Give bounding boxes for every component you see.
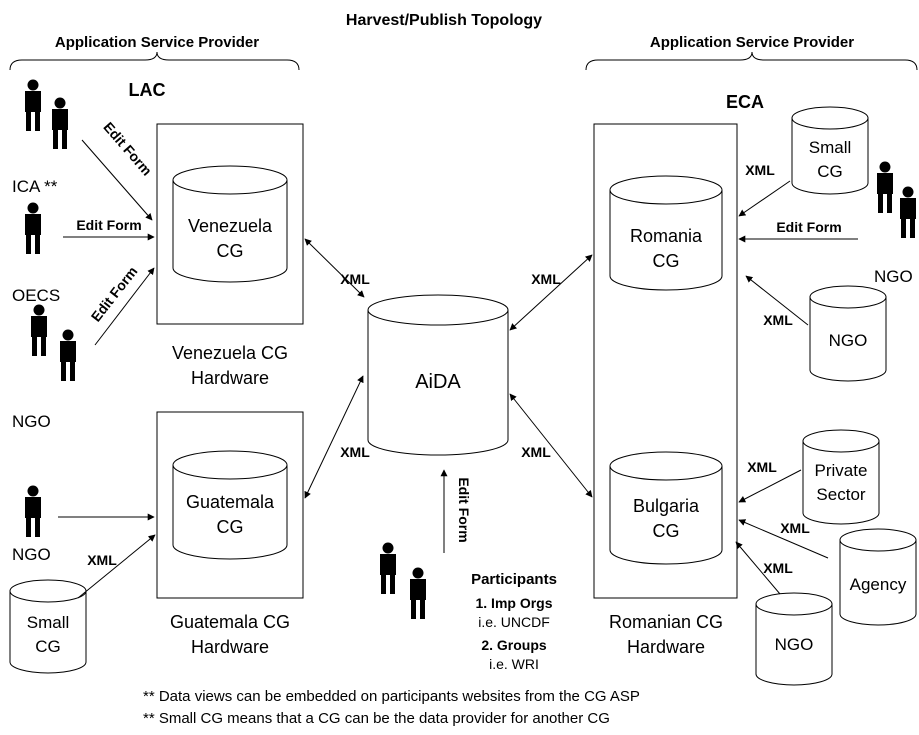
svg-text:CG: CG	[817, 162, 843, 181]
participants-person-icon	[380, 542, 426, 619]
small-cg-database-right: Small CG	[791, 106, 869, 195]
aida-database: AiDA	[367, 294, 509, 456]
edit-form-label-oecs: Edit Form	[76, 217, 141, 233]
edit-form-arrow-ica	[81, 139, 153, 221]
svg-text:Private: Private	[815, 461, 868, 480]
xml-arrow-smallcg-guatemala	[77, 534, 156, 599]
xml-arrow-bulgaria-aida	[509, 393, 593, 498]
svg-text:CG: CG	[653, 251, 680, 271]
private-sector-database: Private Sector	[802, 429, 880, 525]
svg-text:Bulgaria: Bulgaria	[633, 496, 700, 516]
romanian-hardware-label-2: Hardware	[627, 637, 705, 657]
ngo-person-icon-left-bottom	[25, 485, 41, 537]
romanian-hardware-box	[593, 123, 738, 599]
xml-arrow-agency-bulgaria	[738, 519, 829, 559]
venezuela-hardware-label-2: Hardware	[191, 368, 269, 388]
region-eca: ECA	[726, 92, 764, 112]
edit-form-arrow-ngo	[94, 267, 155, 346]
venezuela-hardware-box	[156, 123, 304, 325]
ngo-person-icon-left-top	[31, 304, 76, 381]
xml-label-romania-aida: XML	[531, 271, 561, 287]
svg-text:Small: Small	[27, 613, 70, 632]
oecs-person-icon	[25, 202, 41, 254]
participants-item-2-example: i.e. WRI	[489, 656, 539, 672]
edit-form-label-participants: Edit Form	[456, 477, 472, 542]
agency-database: Agency	[839, 528, 917, 626]
svg-text:AiDA: AiDA	[415, 371, 461, 393]
xml-arrow-romania-aida	[509, 254, 593, 331]
ngo-person-icon-right	[877, 161, 916, 238]
svg-text:Small: Small	[809, 138, 852, 157]
edit-form-label-ngo: Edit Form	[88, 263, 141, 324]
ica-label: ICA **	[12, 177, 58, 196]
svg-text:Agency: Agency	[850, 575, 907, 594]
xml-label-bulgaria-aida: XML	[521, 444, 551, 460]
xml-arrow-ngo-romania	[745, 275, 809, 326]
svg-text:CG: CG	[35, 637, 61, 656]
xml-arrow-ngo-bulgaria	[735, 541, 781, 595]
xml-arrow-smallcg-romania	[738, 180, 791, 217]
right-asp-brace	[585, 51, 918, 71]
ngo-label-right: NGO	[874, 267, 913, 286]
svg-text:NGO: NGO	[829, 331, 868, 350]
svg-text:Romania: Romania	[630, 226, 703, 246]
participants-item-1: 1. Imp Orgs	[475, 595, 552, 611]
xml-label-ngo-romania: XML	[763, 312, 793, 328]
guatemala-cg-database: Guatemala CG	[172, 450, 288, 560]
xml-label-private-bulgaria: XML	[747, 459, 777, 475]
xml-arrow-venezuela-aida	[304, 238, 365, 298]
guatemala-hardware-label: Guatemala CG	[170, 612, 290, 632]
left-asp-header: Application Service Provider	[55, 34, 259, 51]
xml-label-guatemala-aida: XML	[340, 444, 370, 460]
xml-arrow-private-bulgaria	[738, 469, 802, 503]
participants-title: Participants	[471, 571, 557, 588]
right-asp-header: Application Service Provider	[650, 34, 854, 51]
small-cg-database-left: Small CG	[9, 579, 87, 674]
left-asp-brace	[9, 51, 300, 71]
svg-text:CG: CG	[217, 517, 244, 537]
svg-text:CG: CG	[217, 241, 244, 261]
region-lac: LAC	[129, 80, 166, 100]
guatemala-hardware-label-2: Hardware	[191, 637, 269, 657]
participants-item-2: 2. Groups	[481, 637, 547, 653]
xml-arrow-guatemala-aida	[304, 375, 364, 499]
svg-text:Venezuela: Venezuela	[188, 216, 273, 236]
venezuela-hardware-label: Venezuela CG	[172, 343, 288, 363]
svg-text:CG: CG	[653, 521, 680, 541]
oecs-label: OECS	[12, 286, 60, 305]
xml-label-ngo-bulgaria: XML	[763, 560, 793, 576]
xml-label-agency-bulgaria: XML	[780, 520, 810, 536]
xml-label-smallcg-guatemala: XML	[87, 552, 117, 568]
edit-form-label-ngo-right: Edit Form	[776, 219, 841, 235]
diagram-title: Harvest/Publish Topology	[346, 12, 542, 29]
participants-item-1-example: i.e. UNCDF	[478, 614, 550, 630]
svg-text:Sector: Sector	[816, 485, 865, 504]
guatemala-hardware-box	[156, 411, 304, 599]
footnote-2: ** Small CG means that a CG can be the d…	[143, 710, 610, 727]
ngo-database-right-top: NGO	[809, 285, 887, 382]
bulgaria-cg-database: Bulgaria CG	[609, 451, 723, 565]
romanian-hardware-label: Romanian CG	[609, 612, 723, 632]
ngo-label-left-bottom: NGO	[12, 545, 51, 564]
svg-text:Guatemala: Guatemala	[186, 492, 275, 512]
xml-label-venezuela-aida: XML	[340, 271, 370, 287]
venezuela-cg-database: Venezuela CG	[172, 165, 288, 283]
xml-label-smallcg-romania: XML	[745, 162, 775, 178]
footnote-1: ** Data views can be embedded on partici…	[143, 688, 640, 705]
svg-text:NGO: NGO	[775, 635, 814, 654]
ngo-label-left-top: NGO	[12, 412, 51, 431]
ngo-database-right-bottom: NGO	[755, 592, 833, 686]
romania-cg-database: Romania CG	[609, 175, 723, 291]
ica-person-icon	[25, 79, 68, 149]
